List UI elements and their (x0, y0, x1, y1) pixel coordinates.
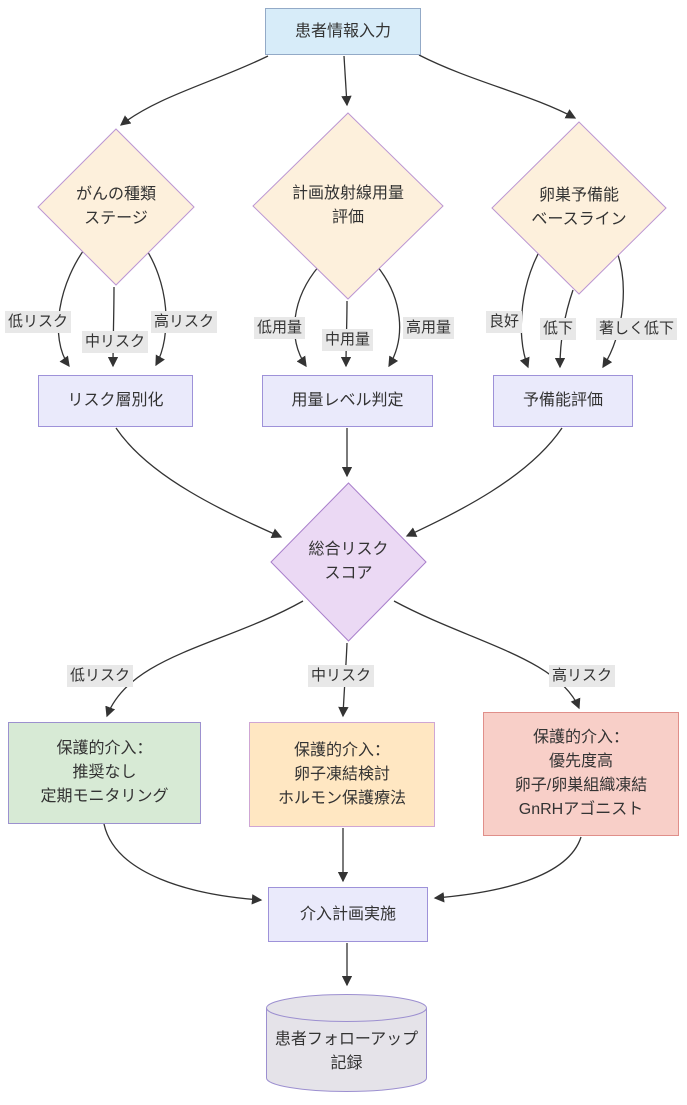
node-label-line: 保護的介入： (56, 740, 153, 757)
node-low-risk-intervention: 保護的介入： 推奨なし 定期モニタリング (8, 722, 201, 824)
edge-label-cancer-mid: 中リスク (82, 331, 149, 353)
node-label-line: 推奨なし (72, 764, 137, 781)
node-label-line: 評価 (331, 209, 364, 226)
edge-highaction-to-implement (433, 836, 582, 903)
node-label: 総合リスク スコア (308, 538, 388, 586)
edge-label-total-mid: 中リスク (308, 665, 375, 687)
node-ovarian-reserve-baseline: 卵巣予備能 ベースライン (491, 121, 667, 295)
node-high-risk-intervention: 保護的介入： 優先度高 卵子/卵巣組織凍結 GnRHアゴニスト (483, 712, 679, 836)
diamond-shape (270, 482, 427, 642)
edge-label-reserve-good: 良好 (486, 311, 523, 333)
node-label-line: ベースライン (531, 211, 627, 228)
node-label: 患者情報入力 (294, 22, 391, 40)
node-label-line: 計画放射線用量 (291, 185, 404, 202)
node-label-line: 卵子/卵巣組織凍結 (514, 777, 648, 794)
node-label-line: 優先度高 (548, 753, 613, 770)
node-mid-risk-intervention: 保護的介入： 卵子凍結検討 ホルモン保護療法 (249, 722, 435, 827)
edge-label-dose-high: 高用量 (403, 317, 455, 339)
node-radiation-dose-eval: 計画放射線用量 評価 (252, 112, 444, 300)
node-label: 予備能評価 (522, 392, 603, 409)
node-label: がんの種類 ステージ (76, 183, 156, 231)
node-label: 保護的介入： 推奨なし 定期モニタリング (40, 737, 168, 809)
node-label: 卵巣予備能 ベースライン (531, 184, 626, 232)
node-label-line: 患者フォローアップ (274, 1031, 419, 1048)
node-label: 用量レベル判定 (291, 392, 404, 409)
edge-total-low (105, 600, 304, 718)
edge-total-high (393, 600, 581, 710)
node-intervention-plan-implementation: 介入計画実施 (268, 887, 428, 942)
node-label-line: 定期モニタリング (40, 788, 169, 805)
node-label-line: 記録 (330, 1055, 363, 1072)
node-label: 保護的介入： 卵子凍結検討 ホルモン保護療法 (278, 739, 406, 811)
edge-label-total-high: 高リスク (549, 665, 616, 687)
diamond-shape (252, 112, 444, 300)
node-label-line: 総合リスク (308, 541, 389, 558)
edge-label-dose-low: 低用量 (254, 317, 306, 339)
node-patient-followup-record: 患者フォローアップ 記録 (265, 993, 428, 1093)
edge-label-cancer-high: 高リスク (151, 311, 218, 333)
edge-input-to-radiation (341, 55, 352, 107)
edge-riskstrat-to-total (115, 427, 283, 539)
node-label: リスク層別化 (67, 392, 164, 409)
node-label-line: がんの種類 (75, 186, 156, 203)
node-label-line: スコア (324, 565, 373, 582)
edge-label-cancer-low: 低リスク (5, 311, 72, 333)
node-total-risk-score: 総合リスク スコア (270, 482, 427, 642)
edge-cancer-high (141, 242, 167, 367)
node-patient-input: 患者情報入力 (265, 8, 421, 55)
edge-input-to-cancer (119, 55, 269, 126)
node-dose-level-judgement: 用量レベル判定 (262, 375, 433, 427)
edge-cancer-low (57, 242, 90, 368)
node-reserve-evaluation: 予備能評価 (493, 375, 633, 427)
diamond-shape (491, 121, 667, 295)
node-risk-stratification: リスク層別化 (38, 375, 193, 427)
node-label: 計画放射線用量 評価 (292, 182, 404, 230)
node-label: 保護的介入： 優先度高 卵子/卵巣組織凍結 GnRHアゴニスト (515, 726, 647, 822)
node-label-line: ホルモン保護療法 (277, 789, 406, 807)
node-label-line: 卵子凍結検討 (293, 765, 390, 783)
edge-input-to-ovarian (418, 54, 577, 119)
edge-label-dose-mid: 中用量 (322, 329, 374, 351)
node-label-line: 保護的介入： (293, 741, 390, 759)
edge-label-reserve-down: 低下 (540, 318, 577, 340)
edge-label-total-low: 低リスク (67, 665, 134, 687)
edge-dose-high (376, 265, 401, 368)
edge-reserveeval-to-total (405, 427, 563, 537)
edge-reserve-good (519, 241, 546, 369)
edge-lowaction-to-implement (103, 823, 263, 905)
node-label: 介入計画実施 (299, 905, 396, 923)
node-label: 患者フォローアップ 記録 (275, 1010, 418, 1076)
edge-label-reserve-verydown: 著しく低下 (596, 318, 678, 340)
node-label-line: 卵巣予備能 (538, 187, 619, 204)
diamond-shape (37, 128, 195, 286)
database-cylinder-shape (266, 994, 427, 1092)
node-label-line: 保護的介入： (532, 729, 629, 746)
edge-cancer-mid (107, 286, 119, 368)
node-cancer-type-stage: がんの種類 ステージ (37, 128, 195, 286)
node-label-line: GnRHアゴニスト (518, 801, 644, 818)
node-label-line: ステージ (84, 210, 148, 227)
